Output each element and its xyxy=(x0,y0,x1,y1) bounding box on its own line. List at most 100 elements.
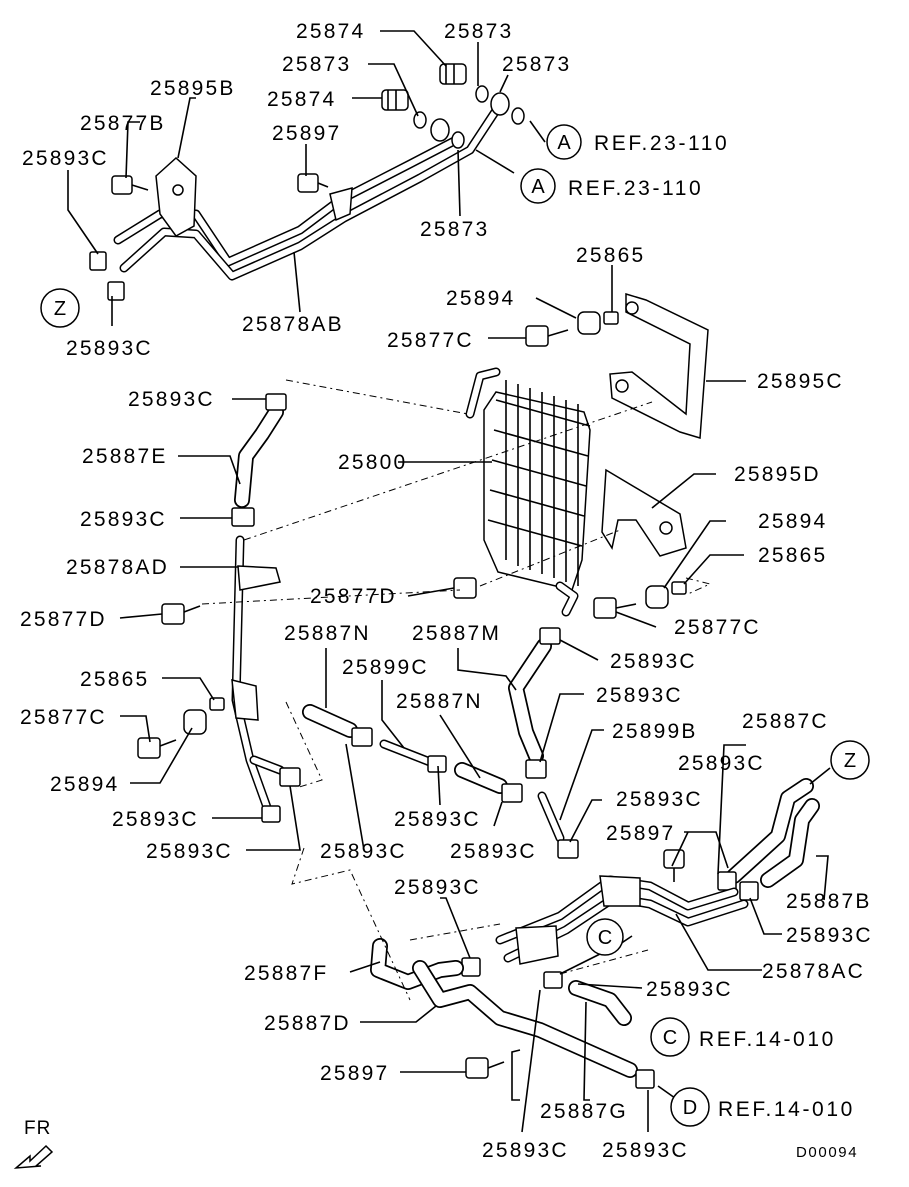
label-25887G: 25887G xyxy=(540,1100,628,1123)
label-25887C: 25887C xyxy=(742,710,829,733)
label-25893C-b: 25893C xyxy=(66,337,153,360)
label-25893C-r: 25893C xyxy=(602,1139,689,1162)
clamp-25893C-upper-2 xyxy=(107,281,125,301)
label-25887E: 25887E xyxy=(82,445,168,468)
label-25899C: 25899C xyxy=(342,656,429,679)
grommet-25894-left xyxy=(183,709,207,735)
label-25893C-j: 25893C xyxy=(394,808,481,831)
label-25874-a: 25874 xyxy=(296,20,365,43)
bolt-25897-right xyxy=(663,849,685,882)
diagram-code: D00094 xyxy=(796,1144,858,1161)
ref-a-upper: REF.23-110 xyxy=(594,132,729,155)
bolt-25877B xyxy=(111,175,149,195)
marker-d: D xyxy=(670,1087,710,1127)
label-25877C-a: 25877C xyxy=(387,329,474,352)
grommet-25894-right xyxy=(645,585,669,609)
label-25893C-q: 25893C xyxy=(482,1139,569,1162)
marker-a-upper: A xyxy=(546,124,582,160)
clamp-25893C-left-4 xyxy=(279,767,301,787)
eye-bolt-25874-b xyxy=(381,89,409,111)
marker-z-right-letter: Z xyxy=(844,750,856,772)
marker-c-lower-letter: C xyxy=(663,1027,677,1049)
label-25873-b: 25873 xyxy=(282,53,351,76)
washer-25873-2 xyxy=(511,107,525,125)
clamp-25893C-upper-1 xyxy=(89,251,107,271)
label-25897-right: 25897 xyxy=(606,822,675,845)
label-25878AC: 25878AC xyxy=(762,960,865,983)
label-25893C-l: 25893C xyxy=(320,840,407,863)
label-25893C-h: 25893C xyxy=(616,788,703,811)
label-25897-lower: 25897 xyxy=(320,1062,389,1085)
label-25873-d: 25873 xyxy=(420,218,489,241)
label-25893C-c: 25893C xyxy=(128,388,215,411)
label-25865-c: 25865 xyxy=(80,668,149,691)
washer-25873-1 xyxy=(475,85,489,103)
washer-25873-3 xyxy=(413,111,427,129)
clamp-25893C-left-2 xyxy=(231,507,255,527)
parts-graphics xyxy=(89,63,820,1089)
label-25893C-k: 25893C xyxy=(146,840,233,863)
label-25895B: 25895B xyxy=(150,77,236,100)
marker-a-upper-letter: A xyxy=(557,132,571,154)
pipe-25878AC xyxy=(495,875,749,965)
marker-a-lower: A xyxy=(520,168,556,204)
fr-label: FR xyxy=(24,1118,51,1139)
label-25887B: 25887B xyxy=(786,890,872,913)
label-25895D: 25895D xyxy=(734,463,821,486)
label-25865-b: 25865 xyxy=(758,544,827,567)
label-25887F: 25887F xyxy=(244,962,328,985)
label-25873-a: 25873 xyxy=(444,20,513,43)
label-25895C: 25895C xyxy=(757,370,844,393)
label-25877D-left: 25877D xyxy=(20,608,107,631)
label-25887D: 25887D xyxy=(264,1012,351,1035)
label-25893C-p: 25893C xyxy=(646,978,733,1001)
label-25893C-e: 25893C xyxy=(610,650,697,673)
bolt-25877C-upper xyxy=(525,325,569,347)
washer-25873-4 xyxy=(451,131,465,149)
fr-arrow-icon xyxy=(13,1144,54,1169)
label-25873-c: 25873 xyxy=(502,53,571,76)
label-25887N-a: 25887N xyxy=(284,622,371,645)
label-25894-c: 25894 xyxy=(50,773,119,796)
marker-c-upper: C xyxy=(586,918,624,956)
label-25877B: 25877B xyxy=(80,112,166,135)
label-25893C-f: 25893C xyxy=(596,684,683,707)
bolt-25877C-right xyxy=(593,597,637,619)
label-25893C-n: 25893C xyxy=(394,876,481,899)
label-25893C-d: 25893C xyxy=(80,508,167,531)
ref-a-lower: REF.23-110 xyxy=(568,177,703,200)
ref-d: REF.14-010 xyxy=(718,1098,855,1121)
label-25893C-g: 25893C xyxy=(678,752,765,775)
part-labels: 25874 25873 25873 25873 25874 25895B 258… xyxy=(20,20,873,1162)
bracket-25895C xyxy=(609,292,709,439)
bolt-25877D-right xyxy=(453,577,477,599)
label-25800: 25800 xyxy=(338,451,407,474)
marker-z-left-letter: Z xyxy=(54,298,66,320)
bracket-25895D xyxy=(601,468,687,557)
label-25865-a: 25865 xyxy=(576,244,645,267)
marker-a-lower-letter: A xyxy=(531,176,545,198)
label-25877D-right: 25877D xyxy=(310,585,397,608)
label-25877C-left: 25877C xyxy=(20,706,107,729)
marker-z-left: Z xyxy=(40,288,80,328)
label-25878AB: 25878AB xyxy=(242,313,344,336)
oil-cooler-25800 xyxy=(465,367,591,617)
collar-25865-upper xyxy=(603,311,619,325)
clamp-25893C-left-3 xyxy=(261,805,281,823)
bracket-25895B xyxy=(155,156,197,237)
bolt-25877D-left xyxy=(161,603,201,625)
grommet-25894-upper xyxy=(577,311,601,335)
label-25893C-o: 25893C xyxy=(786,924,873,947)
bolt-25877C-left xyxy=(137,737,177,759)
clamp-25893C-left-1 xyxy=(265,393,287,411)
label-25877C-right: 25877C xyxy=(674,616,761,639)
ref-c: REF.14-010 xyxy=(699,1028,836,1051)
marker-c-lower: C xyxy=(650,1017,690,1057)
eye-bolt-25874-a xyxy=(439,63,467,85)
bolt-25897-lower xyxy=(465,1057,505,1079)
label-25893C-a: 25893C xyxy=(22,147,109,170)
label-25874-b: 25874 xyxy=(267,88,336,111)
label-25893C-i: 25893C xyxy=(112,808,199,831)
label-25893C-m: 25893C xyxy=(450,840,537,863)
